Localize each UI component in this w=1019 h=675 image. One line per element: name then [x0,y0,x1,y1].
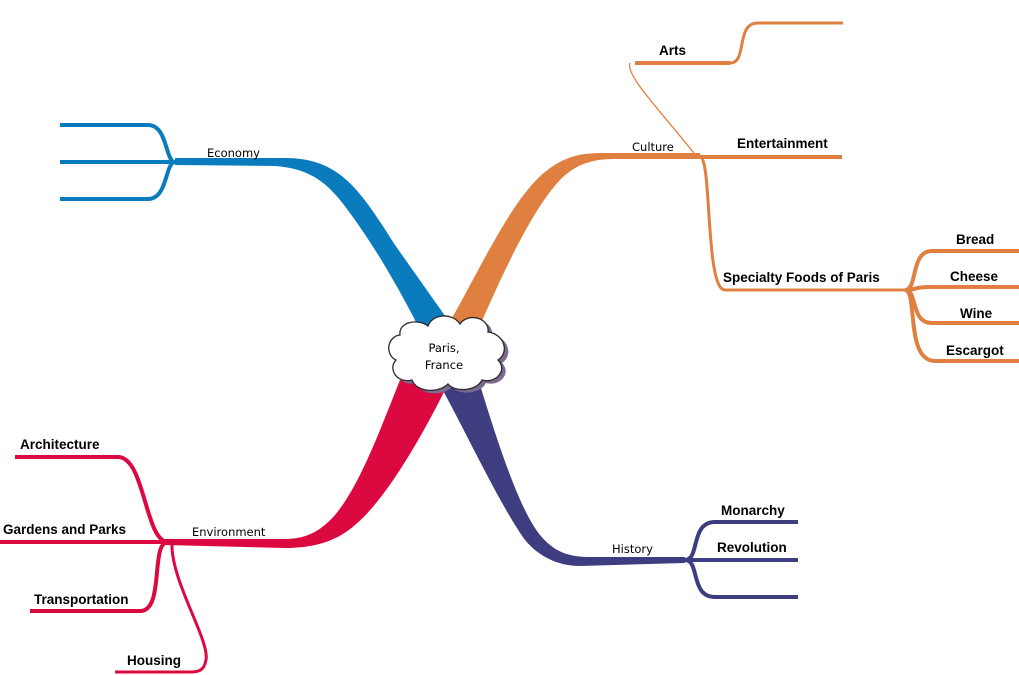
central-topic[interactable]: Paris, France [388,315,509,394]
revolution-label[interactable]: Revolution [717,540,787,555]
history-main-branch[interactable] [440,385,685,566]
economy-main-branch[interactable] [175,158,455,330]
architecture-subbranch[interactable] [15,455,169,544]
cloud-shape [388,315,505,391]
environment-label[interactable]: Environment [192,525,266,539]
history-subbranch-3[interactable] [684,558,798,599]
environment-branch: Environment Architecture Gardens and Par… [0,380,445,674]
economy-subbranch-3[interactable] [60,160,176,201]
entertainment-label[interactable]: Entertainment [737,136,828,151]
economy-branch: Economy [60,123,455,330]
central-topic-line-2: France [425,358,463,372]
economy-label[interactable]: Economy [207,146,260,160]
history-branch: History Monarchy Revolution [440,385,798,599]
wine-label[interactable]: Wine [960,306,993,321]
transportation-label[interactable]: Transportation [34,592,129,607]
culture-label[interactable]: Culture [632,140,674,154]
monarchy-label[interactable]: Monarchy [721,503,785,518]
cheese-subbranch[interactable] [904,285,1019,292]
escargot-subbranch[interactable] [904,288,1019,363]
environment-main-branch[interactable] [165,380,445,548]
gardens-parks-label[interactable]: Gardens and Parks [3,522,126,537]
architecture-label[interactable]: Architecture [20,437,100,452]
specialty-foods-label[interactable]: Specialty Foods of Paris [723,270,880,285]
arts-label[interactable]: Arts [659,43,686,58]
specialty-foods-subbranch[interactable] [698,155,905,292]
bread-label[interactable]: Bread [956,232,994,247]
central-topic-line-1: Paris, [428,341,459,355]
economy-subbranch-1[interactable] [60,123,176,164]
housing-label[interactable]: Housing [127,653,181,668]
culture-branch: Culture Arts Entertainment Specialty Foo… [445,21,1019,363]
cheese-label[interactable]: Cheese [950,269,999,284]
history-label[interactable]: History [612,542,653,556]
transportation-subbranch[interactable] [30,540,169,613]
escargot-label[interactable]: Escargot [946,343,1004,358]
arts-connector-right[interactable] [729,21,843,65]
culture-main-branch[interactable] [445,153,700,330]
arts-thin-connector [628,62,698,158]
housing-subbranch[interactable] [115,541,208,674]
